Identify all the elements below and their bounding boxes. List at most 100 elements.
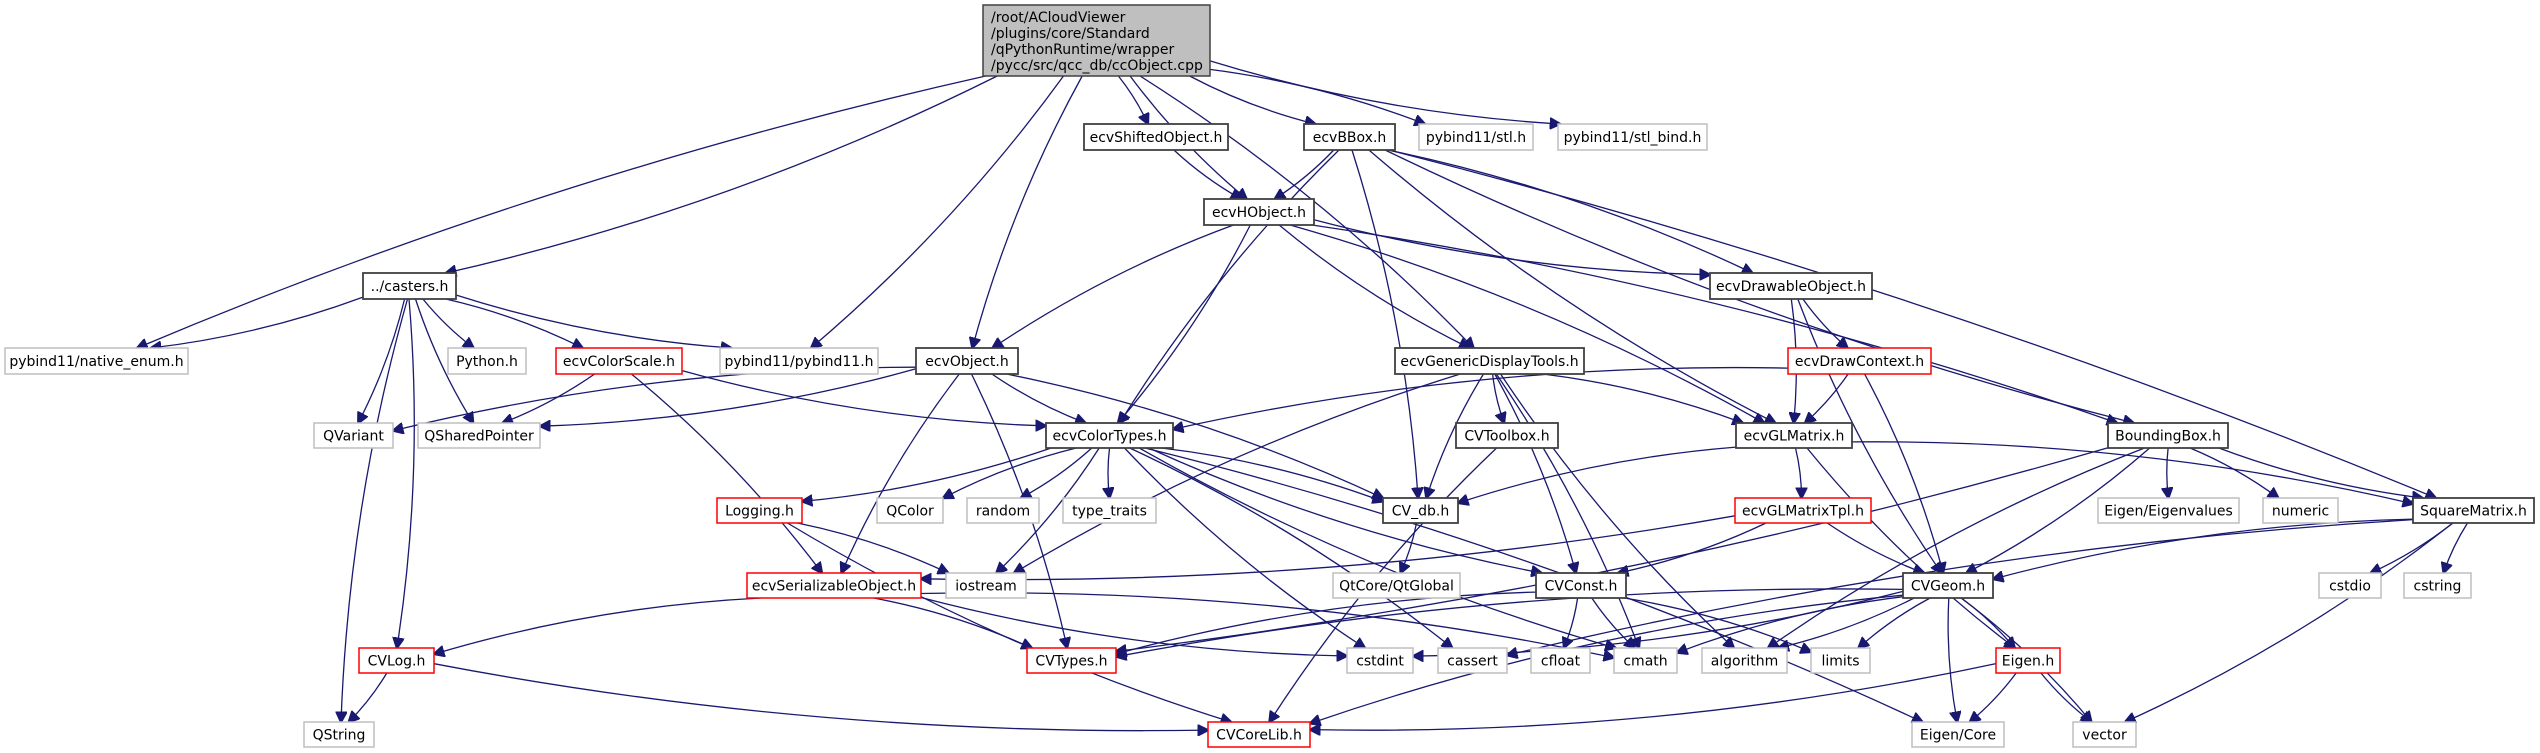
edge-cvconst-to-limits bbox=[1624, 597, 1811, 652]
node-gendisplay[interactable]: ecvGenericDisplayTools.h bbox=[1394, 347, 1585, 375]
node-box bbox=[915, 347, 1019, 375]
node-box bbox=[945, 572, 1027, 599]
node-label: ecvColorTypes.h bbox=[1053, 429, 1167, 445]
edge-cvgeom-to-eigen bbox=[1960, 597, 2014, 648]
edge-root-to-casters bbox=[446, 75, 998, 273]
node-label: QString bbox=[313, 728, 366, 744]
node-label: Python.h bbox=[456, 354, 518, 370]
edge-eigen-to-vector bbox=[2040, 672, 2092, 722]
node-stl: pybind11/stl.h bbox=[1418, 123, 1534, 151]
edge-boundingbox-to-squarematrix bbox=[2218, 447, 2423, 498]
node-box bbox=[555, 347, 683, 375]
edge-bbox-to-hobject bbox=[1275, 149, 1335, 199]
node-squarematrix[interactable]: SquareMatrix.h bbox=[2412, 497, 2535, 524]
edge-casters-to-python bbox=[422, 298, 474, 348]
edge-casters-to-colorscale bbox=[445, 298, 583, 348]
edge-hobject-to-glmatrix bbox=[1289, 224, 1764, 423]
edge-bbox-to-squarematrix bbox=[1388, 149, 2436, 498]
node-colortypes[interactable]: ecvColorTypes.h bbox=[1045, 422, 1174, 449]
edge-squarematrix-to-vector bbox=[2125, 522, 2454, 722]
node-cvtypes: CVTypes.h bbox=[1026, 647, 1117, 674]
node-python: Python.h bbox=[447, 347, 527, 375]
node-label: QVariant bbox=[323, 429, 384, 445]
node-box bbox=[1787, 347, 1932, 375]
node-cstdint: cstdint bbox=[1346, 647, 1414, 674]
node-ecvobject[interactable]: ecvObject.h bbox=[915, 347, 1019, 375]
edge-cvgeom-to-eigencore bbox=[1947, 597, 1957, 722]
node-box bbox=[1734, 497, 1872, 524]
edge-colortypes-to-logging bbox=[802, 447, 1052, 501]
edge-casters-to-native_enum bbox=[151, 296, 364, 348]
edge-ecvobject-to-serializable bbox=[841, 373, 960, 573]
node-box bbox=[966, 497, 1040, 524]
edge-root-to-gendisplay bbox=[1139, 75, 1474, 348]
node-box bbox=[1709, 272, 1873, 300]
edge-casters-to-qvariant bbox=[358, 298, 406, 423]
node-qstring: QString bbox=[303, 721, 375, 748]
node-label-line: /root/ACloudViewer bbox=[991, 10, 1126, 26]
edge-logging-to-iostream bbox=[797, 522, 948, 573]
node-hobject[interactable]: ecvHObject.h bbox=[1203, 198, 1315, 226]
node-box bbox=[2262, 497, 2339, 524]
edge-gendisplay-to-iostream bbox=[1014, 373, 1461, 573]
node-cvlog: CVLog.h bbox=[358, 647, 435, 674]
edge-casters-to-cvlog bbox=[397, 298, 415, 648]
node-cvconst[interactable]: CVConst.h bbox=[1535, 572, 1627, 599]
node-label: ../casters.h bbox=[371, 279, 449, 295]
node-iostream: iostream bbox=[945, 572, 1027, 599]
node-box bbox=[2072, 721, 2137, 748]
edge-root-to-native_enum bbox=[137, 75, 986, 348]
node-box bbox=[1045, 422, 1174, 449]
node-cvtoolbox[interactable]: CVToolbox.h bbox=[1455, 422, 1559, 449]
edge-drawcontext-to-cvgeom bbox=[1864, 373, 1944, 573]
node-box bbox=[1613, 647, 1678, 674]
edge-serializable-to-cstdint bbox=[920, 596, 1347, 657]
edge-squarematrix-to-cstring bbox=[2444, 522, 2469, 573]
edge-glmatrixtpl-to-cvgeom bbox=[1826, 522, 1924, 573]
edge-root-to-pybind11 bbox=[811, 75, 1065, 348]
node-box bbox=[1207, 721, 1311, 748]
edge-boundingbox-to-eigenvalues bbox=[2167, 447, 2169, 498]
edge-hobject-to-ecvobject bbox=[993, 224, 1234, 348]
edge-shifted-to-hobject bbox=[1173, 149, 1241, 199]
node-label: cfloat bbox=[1541, 654, 1581, 670]
node-box bbox=[982, 4, 1211, 77]
node-box bbox=[1735, 422, 1853, 449]
node-cvdb[interactable]: CV_db.h bbox=[1382, 497, 1459, 524]
node-shifted[interactable]: ecvShiftedObject.h bbox=[1083, 123, 1229, 151]
node-label: QtCore/QtGlobal bbox=[1339, 579, 1454, 595]
edge-ecvobject-to-cvdb bbox=[1006, 373, 1383, 498]
node-casters[interactable]: ../casters.h bbox=[362, 272, 457, 300]
node-box bbox=[1902, 572, 1994, 599]
node-label: pybind11/stl_bind.h bbox=[1564, 130, 1702, 146]
node-bbox[interactable]: ecvBBox.h bbox=[1303, 123, 1396, 151]
node-label-line: /pycc/src/qcc_db/ccObject.cpp bbox=[991, 58, 1203, 74]
edge-squarematrix-to-cstdio bbox=[2371, 522, 2454, 573]
node-drawable[interactable]: ecvDrawableObject.h bbox=[1709, 272, 1873, 300]
node-box bbox=[1535, 572, 1627, 599]
edge-boundingbox-to-algorithm bbox=[1768, 447, 2145, 648]
edge-gendisplay-to-cvtoolbox bbox=[1491, 373, 1505, 423]
node-qvariant: QVariant bbox=[313, 422, 394, 449]
node-box bbox=[1394, 347, 1585, 375]
node-box bbox=[716, 497, 803, 524]
edge-gendisplay-to-glmatrix bbox=[1542, 373, 1743, 423]
node-root[interactable]: /root/ACloudViewer/plugins/core/Standard… bbox=[982, 4, 1211, 77]
edge-glmatrix-to-eigen bbox=[1806, 447, 2015, 648]
node-glmatrix[interactable]: ecvGLMatrix.h bbox=[1735, 422, 1853, 449]
node-cstring: cstring bbox=[2403, 572, 2472, 599]
edge-casters-to-pybind11 bbox=[455, 294, 732, 348]
edge-colortypes-to-type_traits bbox=[1108, 447, 1110, 498]
node-boundingbox[interactable]: BoundingBox.h bbox=[2107, 422, 2229, 449]
edge-bbox-to-cvdb bbox=[1351, 149, 1418, 498]
node-box bbox=[1203, 198, 1315, 226]
edge-casters-to-qstring bbox=[341, 298, 409, 722]
node-box bbox=[1437, 647, 1508, 674]
node-label: Logging.h bbox=[725, 504, 794, 520]
node-label: ecvColorScale.h bbox=[563, 354, 675, 370]
edge-colortypes-to-qcolor bbox=[943, 447, 1077, 498]
node-label: ecvHObject.h bbox=[1212, 205, 1306, 221]
node-cvgeom[interactable]: CVGeom.h bbox=[1902, 572, 1994, 599]
node-box bbox=[1911, 721, 2005, 748]
node-label: iostream bbox=[955, 579, 1017, 595]
